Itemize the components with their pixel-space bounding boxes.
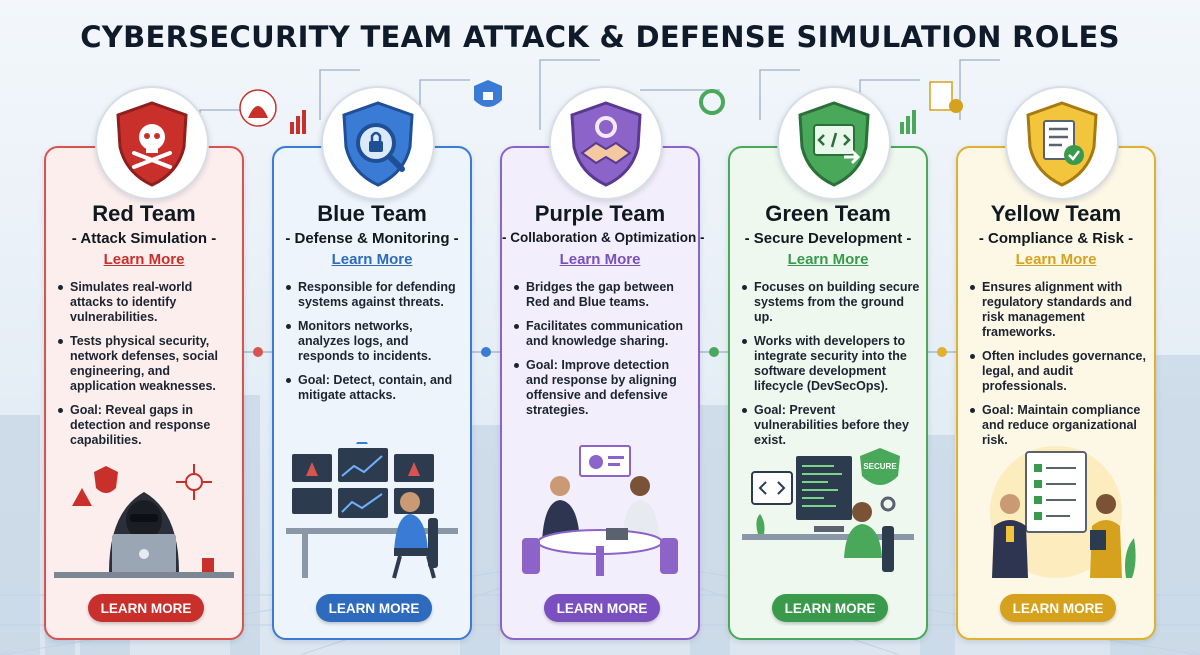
code-window-shield-icon: [798, 101, 870, 187]
blue-team-card: Blue Team - Defense & Monitoring - Learn…: [272, 146, 472, 640]
bullet-item: Often includes governance, legal, and au…: [968, 349, 1148, 394]
document-node-icon: [929, 81, 963, 113]
learn-more-button[interactable]: LEARN MORE: [88, 594, 204, 622]
bullet-item: Bridges the gap between Red and Blue tea…: [512, 280, 692, 310]
learn-more-link[interactable]: Learn More: [331, 251, 413, 268]
bullet-item: Goal: Improve detection and response by …: [512, 358, 692, 418]
yellow-team-card: Yellow Team - Compliance & Risk - Learn …: [956, 146, 1156, 640]
compliance-auditors-illustration: [966, 442, 1146, 582]
team-subtitle: - Secure Development -: [744, 230, 912, 247]
padlock-node-icon: [474, 80, 502, 107]
bullet-item: Goal: Detect, contain, and mitigate atta…: [284, 373, 464, 403]
gear-node-icon: [699, 89, 725, 115]
learn-more-link[interactable]: Learn More: [1015, 251, 1097, 268]
hooded-hacker-illustration: [54, 442, 234, 582]
yellow-team-emblem: [1005, 86, 1119, 200]
learn-more-button[interactable]: LEARN MORE: [772, 594, 888, 622]
red-team-card: Red Team - Attack Simulation - Learn Mor…: [44, 146, 244, 640]
bullet-item: Simulates real-world attacks to identify…: [56, 280, 236, 325]
bullet-item: Monitors networks, analyzes logs, and re…: [284, 319, 464, 364]
security-operations-analyst-illustration: [282, 434, 462, 582]
secure-badge-label: SECURE: [863, 462, 897, 471]
hacker-node-icon: [239, 89, 277, 127]
bullet-item: Focuses on building secure systems from …: [740, 280, 920, 325]
team-subtitle: - Attack Simulation -: [71, 230, 217, 247]
bullet-item: Goal: Reveal gaps in detection and respo…: [56, 403, 236, 448]
bullet-item: Facilitates communication and knowledge …: [512, 319, 692, 349]
green-team-card: Green Team - Secure Development - Learn …: [728, 146, 928, 640]
team-meeting-illustration: [510, 442, 690, 582]
learn-more-link[interactable]: Learn More: [787, 251, 869, 268]
handshake-gear-shield-icon: [570, 101, 642, 187]
team-subtitle: - Compliance & Risk -: [978, 230, 1134, 247]
skull-crossbones-shield-icon: [116, 101, 188, 187]
purple-team-emblem: [549, 86, 663, 200]
bullet-list: Simulates real-world attacks to identify…: [56, 280, 236, 457]
bullet-item: Tests physical security, network defense…: [56, 334, 236, 394]
learn-more-link[interactable]: Learn More: [559, 251, 641, 268]
team-name: Blue Team: [317, 201, 427, 226]
team-name: Red Team: [92, 201, 196, 226]
bar-graph-node-icon: [900, 110, 916, 134]
bullet-list: Responsible for defending systems agains…: [284, 280, 464, 412]
blue-team-emblem: [321, 86, 435, 200]
bullet-list: Bridges the gap between Red and Blue tea…: [512, 280, 692, 427]
learn-more-link[interactable]: Learn More: [103, 251, 185, 268]
bullet-item: Works with developers to integrate secur…: [740, 334, 920, 394]
team-name: Yellow Team: [990, 201, 1122, 226]
checklist-shield-icon: [1026, 101, 1098, 187]
bullet-list: Focuses on building secure systems from …: [740, 280, 920, 457]
team-name: Green Team: [765, 201, 891, 226]
red-team-emblem: [95, 86, 209, 200]
lock-magnifier-shield-icon: [342, 101, 414, 187]
learn-more-button[interactable]: LEARN MORE: [544, 594, 660, 622]
purple-team-card: Purple Team - Collaboration & Optimizati…: [500, 146, 705, 640]
team-name: Purple Team: [534, 201, 666, 226]
bar-graph-node-icon: [290, 110, 306, 134]
bullet-item: Goal: Maintain compliance and reduce org…: [968, 403, 1148, 448]
green-team-emblem: [777, 86, 891, 200]
bullet-list: Ensures alignment with regulatory standa…: [968, 280, 1148, 457]
bullet-item: Responsible for defending systems agains…: [284, 280, 464, 310]
learn-more-button[interactable]: LEARN MORE: [316, 594, 432, 622]
bullet-item: Ensures alignment with regulatory standa…: [968, 280, 1148, 340]
learn-more-button[interactable]: LEARN MORE: [1000, 594, 1116, 622]
bullet-item: Goal: Prevent vulnerabilities before the…: [740, 403, 920, 448]
team-subtitle: - Defense & Monitoring -: [285, 230, 459, 247]
team-subtitle: - Collaboration & Optimization -: [502, 230, 705, 245]
page-title: CYBERSECURITY TEAM ATTACK & DEFENSE SIMU…: [80, 20, 1120, 54]
developer-secure-code-illustration: SECURE: [738, 442, 918, 582]
